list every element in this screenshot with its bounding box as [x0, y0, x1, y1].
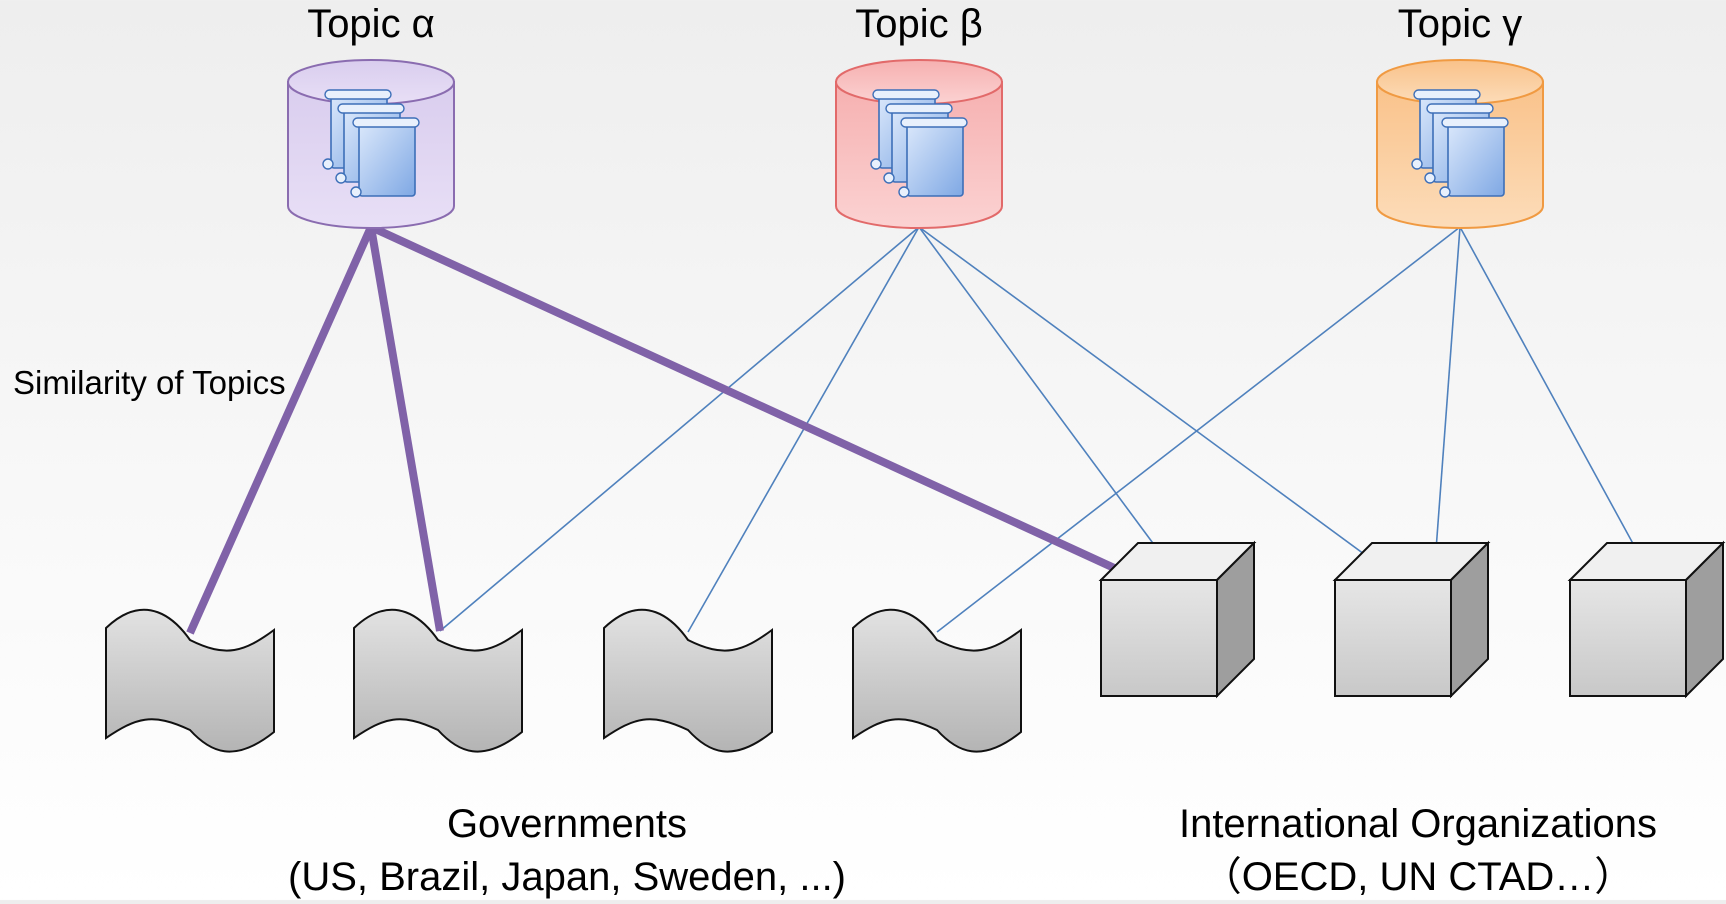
cube-shape [1098, 540, 1257, 699]
document-shape [603, 608, 773, 753]
document-stack-icon [1411, 89, 1509, 198]
document-shape [353, 608, 523, 753]
topic-alpha-label: Topic α [307, 2, 435, 46]
document-shape [105, 608, 275, 753]
intl-orgs-group-label: International Organizations （OECD, UN CT… [1179, 798, 1657, 904]
edge-beta-cube-2 [918, 226, 1433, 605]
similarity-label: Similarity of Topics [13, 364, 286, 401]
document-stack-icon [870, 89, 968, 198]
topic-gamma-cylinder [1376, 59, 1544, 229]
topic-beta-label: Topic β [855, 2, 983, 46]
edge-beta-cube-1 [918, 226, 1193, 597]
document-stack-icon [322, 89, 420, 198]
intl-orgs-subtitle: （OECD, UN CTAD…） [1201, 855, 1635, 899]
cube-shape [1332, 540, 1491, 699]
intl-orgs-title: International Organizations [1178, 802, 1658, 846]
governments-title: Governments [446, 802, 688, 846]
governments-group-label: Governments (US, Brazil, Japan, Sweden, … [288, 798, 846, 904]
cube-shape [1567, 540, 1726, 699]
edge-gamma-cube-3 [1459, 226, 1667, 605]
topic-gamma-label: Topic γ [1397, 2, 1523, 46]
edge-beta-doc-2 [439, 226, 920, 632]
topic-alpha-cylinder [287, 59, 455, 229]
document-shape [852, 608, 1022, 753]
edge-gamma-cube-2 [1431, 226, 1461, 605]
edge-alpha-doc-1 [186, 225, 375, 635]
topic-beta-cylinder [835, 59, 1003, 229]
governments-subtitle: (US, Brazil, Japan, Sweden, ...) [287, 855, 847, 899]
edge-alpha-doc-2 [367, 226, 444, 632]
edge-alpha-cube-1 [369, 223, 1199, 610]
edge-gamma-doc-4 [936, 226, 1461, 633]
